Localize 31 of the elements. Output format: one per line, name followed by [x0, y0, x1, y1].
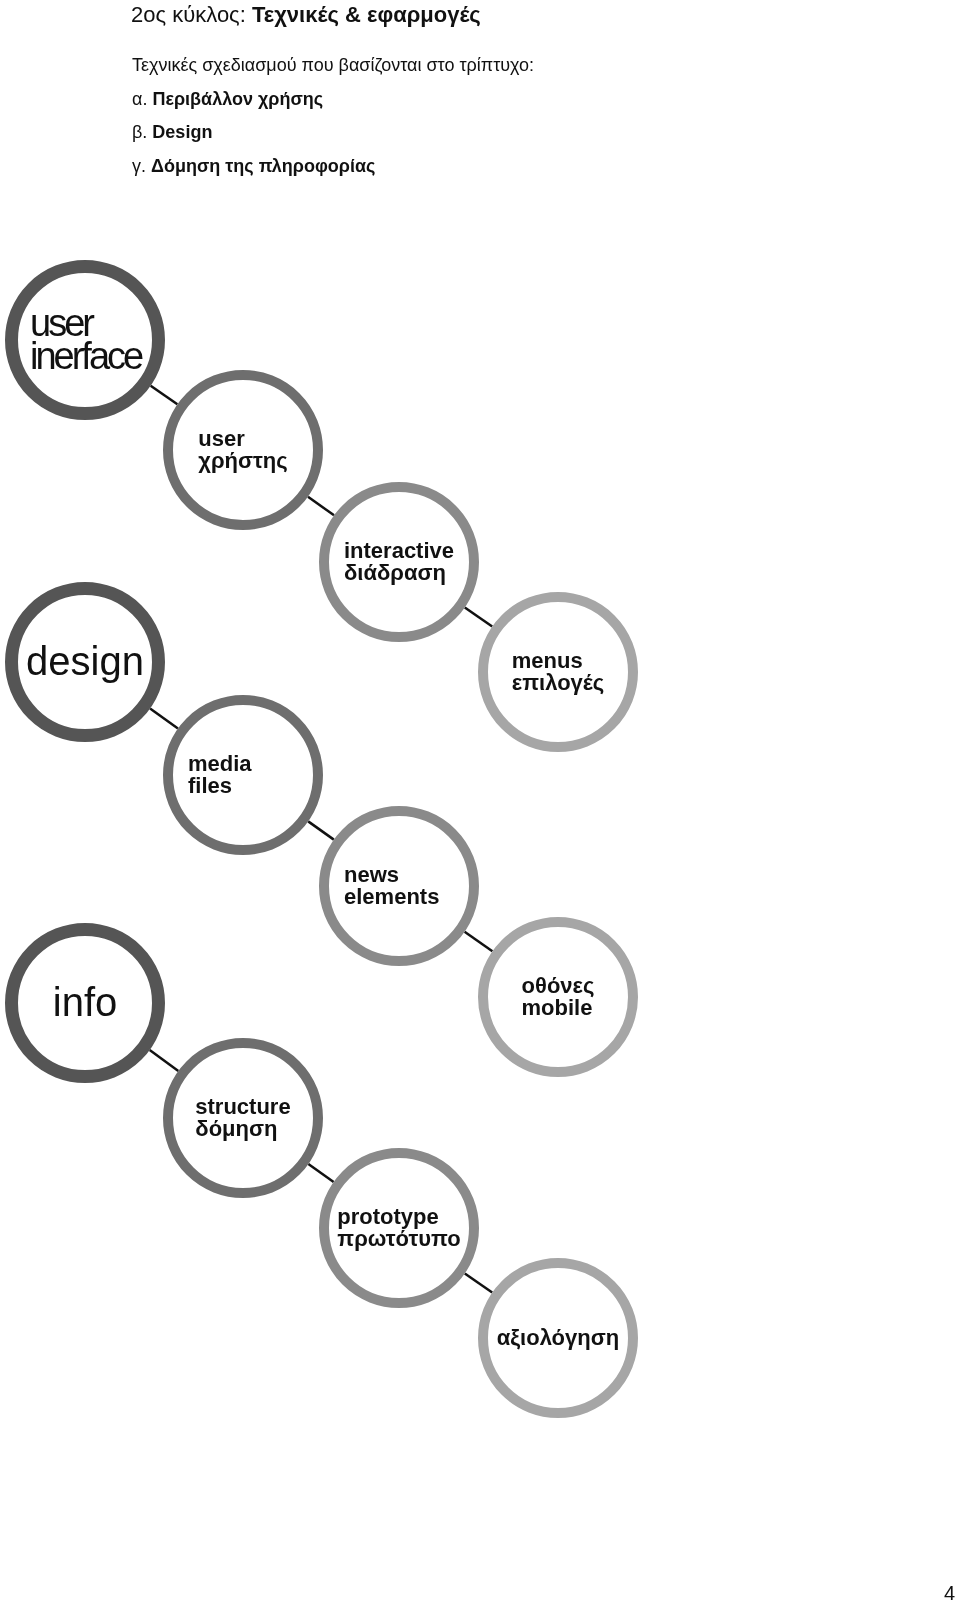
- heading: 2ος κύκλος: Τεχνικές & εφαρμογές: [131, 2, 481, 28]
- node-label: επιλογές: [511, 672, 605, 694]
- node-label: prototype: [337, 1206, 439, 1228]
- list-item: γ. Δόμηση της πληροφορίας: [132, 156, 376, 177]
- list-item: α. Περιβάλλον χρήσης: [132, 89, 324, 110]
- list-item: β. Design: [132, 122, 213, 143]
- connector-line: [149, 707, 179, 730]
- connector-line: [307, 1163, 335, 1183]
- node-label: info: [52, 985, 118, 1021]
- node-label: δόμηση: [195, 1118, 278, 1140]
- connector-line: [307, 820, 335, 841]
- node-label: interactive: [343, 540, 455, 562]
- connector-line: [307, 495, 335, 517]
- connector-line: [463, 930, 494, 953]
- intro-text: Τεχνικές σχεδιασμού που βασίζονται στο τρίπτυχο:: [132, 55, 535, 76]
- connector-line: [149, 384, 179, 406]
- node-label: διάδραση: [343, 562, 446, 584]
- node-label: χρήστης: [198, 450, 288, 472]
- node-label: user: [198, 428, 245, 450]
- node-label: πρωτότυπο: [337, 1228, 461, 1250]
- node-label: αξιολόγηση: [496, 1327, 620, 1349]
- page-number: 4: [944, 1582, 956, 1604]
- node-label: structure: [195, 1096, 291, 1118]
- node-label: user inerface: [30, 306, 140, 374]
- connector-line: [464, 606, 493, 628]
- node-label: media files: [188, 753, 253, 797]
- connector-line: [464, 1272, 493, 1294]
- node-label: menus: [511, 650, 583, 672]
- node-label: mobile: [521, 997, 593, 1019]
- node-label: news elements: [344, 864, 441, 908]
- connector-line: [148, 1049, 180, 1072]
